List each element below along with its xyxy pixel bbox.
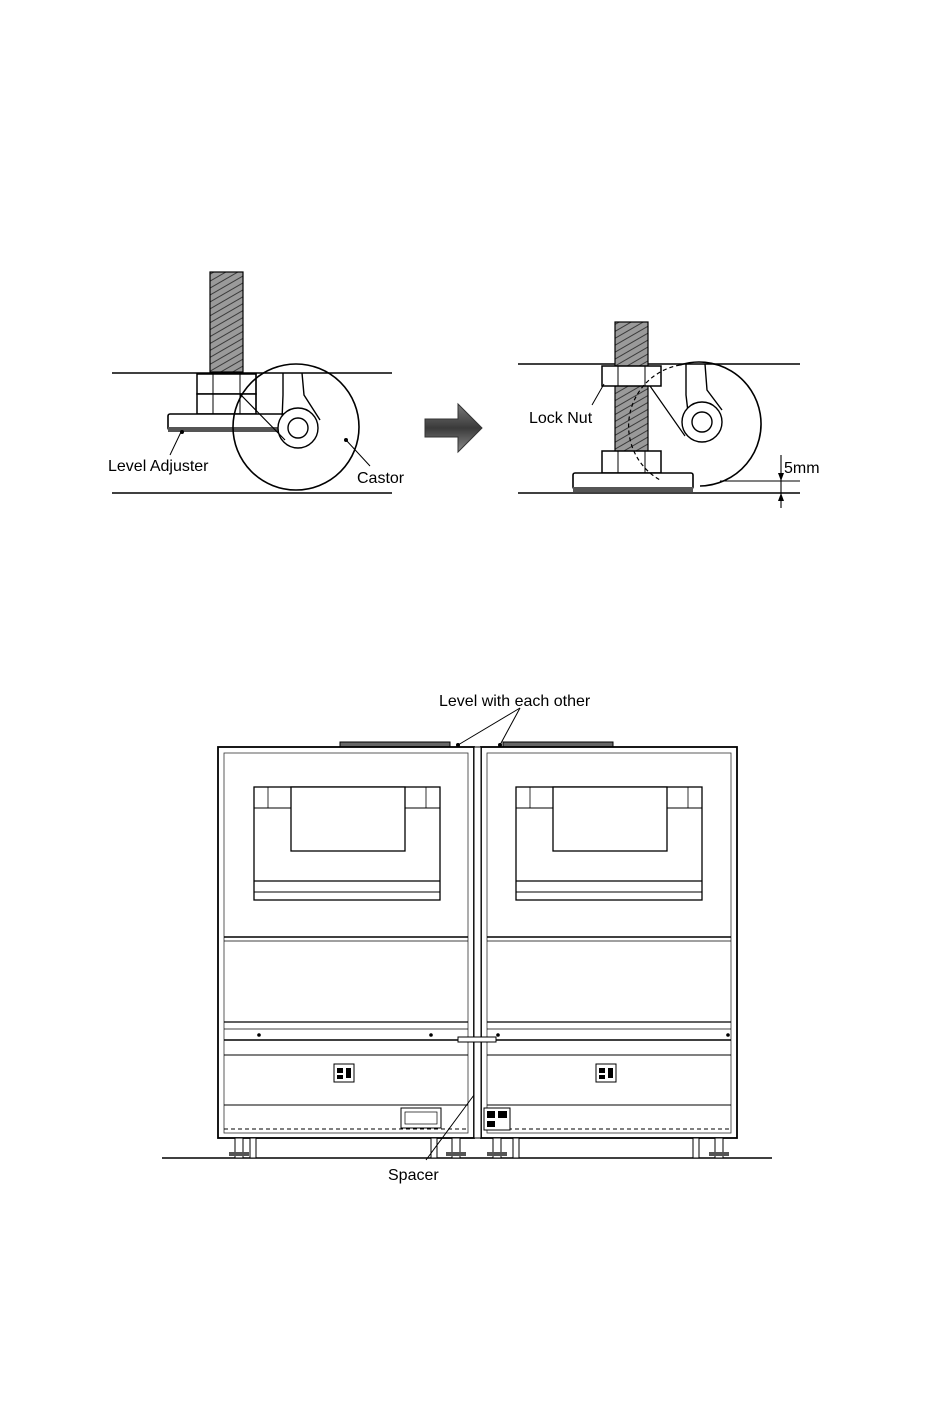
level-label: Level with each other	[439, 693, 591, 710]
transition-arrow-icon	[425, 404, 482, 452]
castor-adjustment-diagram: Level Adjuster Castor	[108, 272, 820, 508]
level-adjuster-label: Level Adjuster	[108, 458, 209, 475]
cabinet-levelling-diagram: Level with each other Spacer	[162, 693, 772, 1184]
spacer-label: Spacer	[388, 1167, 439, 1184]
lock-nut-shape	[197, 374, 256, 394]
castor-label: Castor	[357, 470, 405, 487]
threaded-bolt	[210, 272, 243, 372]
gap-dimension-label: 5mm	[784, 460, 820, 477]
after-adjustment-view: Lock Nut 5mm	[518, 322, 820, 508]
threaded-bolt	[615, 322, 648, 472]
lock-nut-label: Lock Nut	[529, 410, 593, 427]
before-adjustment-view: Level Adjuster Castor	[108, 272, 405, 493]
adjuster-base-plate	[573, 473, 693, 489]
left-cabinet	[218, 742, 474, 1158]
right-cabinet	[481, 742, 737, 1158]
